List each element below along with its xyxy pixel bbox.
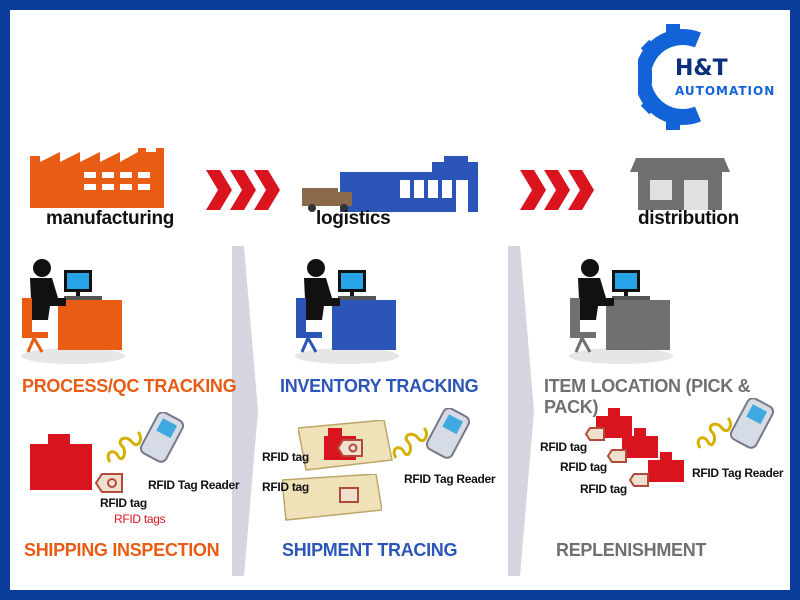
label-rfid-tag-1: RFID tag xyxy=(100,496,147,510)
stage-logistics: logistics xyxy=(316,208,391,229)
label-rfid-tag-reader-3: RFID Tag Reader xyxy=(692,466,784,480)
tracking-item-location: ITEM LOCATION (PICK & PACK) xyxy=(544,376,751,417)
column-separator-1 xyxy=(232,246,258,576)
label-rfid-tags: RFID tags xyxy=(114,512,166,526)
workstation-distribution xyxy=(569,259,673,364)
stage-distribution: distribution xyxy=(638,208,739,229)
store-icon xyxy=(630,158,730,210)
label-rfid-tag-6: RFID tag xyxy=(580,482,627,496)
logo-title: H&T xyxy=(675,56,728,81)
tracking-inventory: INVENTORY TRACKING xyxy=(280,376,479,396)
tracking-process-qc: PROCESS/QC TRACKING xyxy=(22,376,237,396)
workstation-logistics xyxy=(295,259,399,364)
factory-icon xyxy=(30,148,164,208)
rfid-tag-icon xyxy=(94,473,123,493)
workstation-manufacturing xyxy=(21,259,125,364)
gear-icon xyxy=(638,24,702,130)
label-rfid-tag-3: RFID tag xyxy=(262,480,309,494)
product-part-icon xyxy=(30,434,92,490)
shipment-box-2 xyxy=(282,474,382,521)
label-rfid-tag-4: RFID tag xyxy=(540,440,587,454)
rfid-tag-icon xyxy=(336,439,363,457)
tracking-shipment-tracing: SHIPMENT TRACING xyxy=(282,540,458,560)
tracking-replenishment: REPLENISHMENT xyxy=(556,540,707,560)
infographic-canvas: H&T AUTOMATION manufacturing logistics xyxy=(10,10,790,590)
label-rfid-tag-2: RFID tag xyxy=(262,450,309,464)
tracking-shipping-inspection: SHIPPING INSPECTION xyxy=(24,540,220,560)
rfid-reader-icon xyxy=(106,412,185,463)
column-separator-2 xyxy=(508,246,534,576)
stage-manufacturing: manufacturing xyxy=(46,208,175,229)
label-rfid-tag-5: RFID tag xyxy=(560,460,607,474)
pick-items-icon xyxy=(584,408,684,487)
chevron-arrows-2 xyxy=(520,170,594,210)
warehouse-truck-icon xyxy=(302,156,478,212)
rfid-reader-icon xyxy=(392,408,471,459)
label-rfid-tag-reader-2: RFID Tag Reader xyxy=(404,472,496,486)
label-rfid-tag-reader-1: RFID Tag Reader xyxy=(148,478,240,492)
rfid-reader-icon xyxy=(696,398,775,449)
chevron-arrows-1 xyxy=(206,170,280,210)
logo-subtitle: AUTOMATION xyxy=(675,84,776,98)
